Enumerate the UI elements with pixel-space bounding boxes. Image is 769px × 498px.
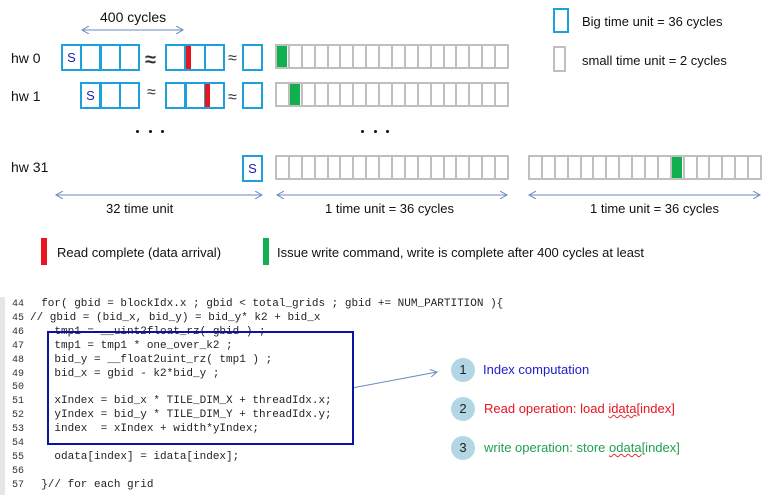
small-time-unit-cell [494, 155, 509, 180]
big-time-unit-cell [242, 44, 263, 71]
write-marker-swatch [263, 238, 269, 265]
big-time-unit-cell [119, 44, 140, 71]
small-time-unit-cell [747, 155, 762, 180]
line-number: 57 [12, 479, 25, 491]
step-3-badge: 3 [451, 436, 475, 460]
write-issue-marker [671, 157, 682, 178]
big-time-unit-cell [80, 44, 101, 71]
code-line: bid_x = gbid - k2*bid_y ; [28, 367, 220, 380]
approx-icon: ≈ [228, 50, 237, 67]
code-line: yIndex = bid_y * TILE_DIM_Y + threadIdx.… [28, 409, 332, 422]
line-number: 50 [12, 382, 25, 394]
code-gutter [0, 297, 5, 495]
line-number: 47 [12, 340, 25, 352]
line-number: 55 [12, 451, 25, 463]
step-1-text: Index computation [483, 362, 590, 377]
start-cell-hw0: S [61, 44, 82, 71]
legend-small-unit: small time unit = 2 cycles [582, 53, 727, 68]
line-number: 45 [12, 312, 25, 324]
row-label-hw0: hw 0 [11, 50, 41, 66]
step-3-pre: write operation: store [484, 440, 610, 455]
code-line: odata[index] = idata[index]; [28, 450, 240, 463]
axis-label-middle: 1 time unit = 36 cycles [325, 201, 454, 216]
line-number: 53 [12, 424, 25, 436]
index-computation-box [47, 331, 354, 445]
axis-label-right: 1 time unit = 36 cycles [590, 201, 719, 216]
ellipsis-dot [374, 130, 377, 133]
approx-icon: ≈ [147, 84, 156, 101]
step-2-text: Read operation: load idata[index] [484, 401, 675, 416]
step-3-text: write operation: store odata[index] [484, 440, 680, 455]
big-time-unit-cell [99, 44, 121, 71]
read-marker-swatch [41, 238, 47, 265]
legend-write-issue: Issue write command, write is complete a… [277, 245, 645, 260]
ellipsis-dot [136, 130, 139, 133]
big-time-unit-cell [204, 44, 225, 71]
row-label-hw31: hw 31 [11, 159, 49, 175]
start-cell-hw1: S [80, 82, 101, 109]
line-number: 56 [12, 465, 25, 477]
code-line: bid_y = __float2uint_rz( tmp1 ) ; [28, 353, 273, 366]
code-line: tmp1 = tmp1 * one_over_k2 ; [28, 339, 233, 352]
span-label: 400 cycles [100, 9, 167, 25]
big-time-unit-cell [99, 82, 121, 109]
code-line: index = xIndex + width*yIndex; [28, 423, 260, 436]
big-time-unit-cell [165, 82, 186, 109]
line-number: 52 [12, 410, 25, 422]
line-number: 44 [12, 299, 25, 310]
small-time-unit-cell [494, 82, 509, 107]
code-line: // gbid = (bid_x, bid_y) = bid_y* k2 + b… [30, 311, 321, 324]
step-1-badge: 1 [451, 358, 475, 382]
line-number: 51 [12, 396, 25, 408]
ellipsis-dot [149, 130, 152, 133]
legend-big-unit: Big time unit = 36 cycles [582, 14, 723, 29]
read-complete-marker [185, 46, 191, 69]
write-issue-marker [277, 46, 287, 67]
big-time-unit-cell [242, 82, 263, 109]
ellipsis-dot [386, 130, 389, 133]
read-complete-marker [205, 84, 210, 107]
line-number: 54 [12, 438, 25, 449]
write-issue-marker [289, 84, 300, 105]
step-2-badge: 2 [451, 397, 475, 421]
step-2-word: idata [608, 401, 637, 416]
step-2-post: [index] [636, 401, 675, 416]
big-time-unit-cell [119, 82, 140, 109]
legend-read-complete: Read complete (data arrival) [57, 245, 222, 260]
step-3-word: odata [609, 440, 642, 455]
line-number: 49 [12, 368, 25, 380]
small-time-unit-cell [494, 44, 509, 69]
code-line: xIndex = bid_x * TILE_DIM_X + threadIdx.… [28, 395, 332, 408]
axis-label-left: 32 time unit [106, 201, 174, 216]
line-number: 46 [12, 326, 25, 338]
code-line: }// for each grid [28, 478, 154, 491]
code-to-step-arrow [351, 372, 437, 389]
big-time-unit-cell [184, 82, 206, 109]
legend-big-unit-swatch [553, 8, 569, 33]
approx-icon: ≈ [145, 49, 156, 71]
step-3-post: [index] [641, 440, 680, 455]
row-label-hw1: hw 1 [11, 88, 41, 104]
code-line: for( gbid = blockIdx.x ; gbid < total_gr… [28, 298, 504, 310]
legend-small-unit-swatch [553, 46, 566, 72]
line-number: 48 [12, 354, 25, 366]
ellipsis-dot [361, 130, 364, 133]
ellipsis-dot [161, 130, 164, 133]
start-cell-hw31: S [242, 155, 263, 182]
step-2-pre: Read operation: load [484, 401, 609, 416]
big-time-unit-cell [165, 44, 186, 71]
approx-icon: ≈ [228, 89, 237, 106]
